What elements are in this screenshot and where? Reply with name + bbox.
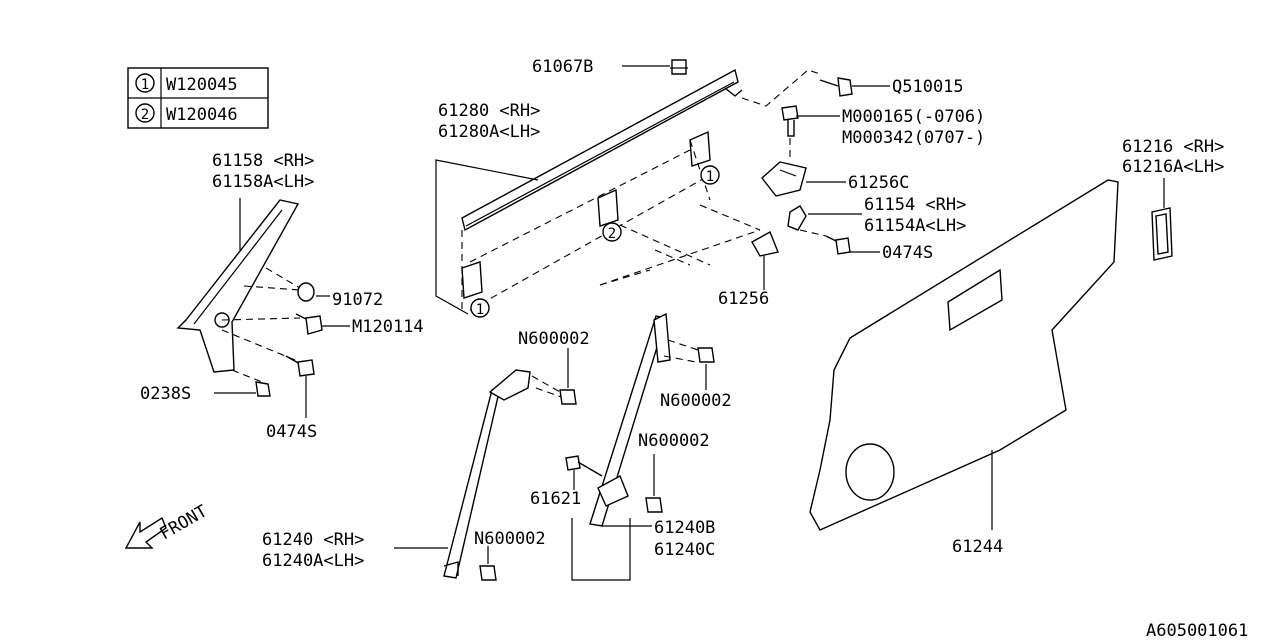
- label-n600002-c: N600002: [638, 431, 710, 451]
- label-61240b: 61240B: [654, 518, 715, 538]
- part-61154: [787, 205, 807, 231]
- legend-symbol-2-text: 2: [141, 107, 149, 123]
- label-0474s-left: 0474S: [266, 422, 317, 442]
- part-61256c: [761, 161, 807, 197]
- part-n600002-b: [697, 347, 715, 363]
- part-n600002-c: [645, 497, 663, 513]
- label-61280: 61280 <RH>: [438, 101, 540, 121]
- label-61621: 61621: [530, 489, 581, 509]
- label-61280a: 61280A<LH>: [438, 122, 540, 142]
- label-61154a: 61154A<LH>: [864, 216, 966, 236]
- label-61216: 61216 <RH>: [1122, 137, 1224, 157]
- part-61067b: [670, 59, 688, 75]
- label-0238s: 0238S: [140, 384, 191, 404]
- label-61256c: 61256C: [848, 173, 909, 193]
- label-61067b: 61067B: [532, 57, 593, 77]
- label-61240c: 61240C: [654, 540, 715, 560]
- label-91072: 91072: [332, 290, 383, 310]
- part-q510015: [819, 77, 853, 97]
- part-0238s: [255, 381, 271, 397]
- part-91072: [297, 282, 315, 302]
- legend-symbol-1-text: 1: [141, 77, 149, 93]
- label-61158: 61158 <RH>: [212, 151, 314, 171]
- part-m000165: [781, 105, 799, 137]
- diagram-id: A605001061: [1146, 621, 1248, 640]
- part-61244-trim-panel: [809, 179, 1119, 531]
- part-n600002-d: [479, 565, 497, 581]
- part-61216: [1151, 207, 1173, 261]
- part-61256: [751, 231, 779, 257]
- label-m000165: M000165(-0706): [842, 107, 985, 127]
- label-q510015: Q510015: [892, 77, 964, 97]
- part-61158-bracket: [176, 199, 300, 373]
- label-m000342: M000342(0707-): [842, 128, 985, 148]
- part-n600002-a: [559, 389, 577, 405]
- part-61621: [565, 455, 603, 477]
- label-n600002-a: N600002: [518, 329, 590, 349]
- callout-1-upper: [700, 165, 720, 185]
- label-61216a: 61216A<LH>: [1122, 157, 1224, 177]
- callout-1-lower: [470, 298, 490, 318]
- part-61240-rail: [443, 369, 531, 579]
- label-61154: 61154 <RH>: [864, 195, 966, 215]
- label-n600002-d: N600002: [474, 529, 546, 549]
- label-0474s-right: 0474S: [882, 243, 933, 263]
- callout-2-text: 2: [608, 226, 616, 242]
- label-61244: 61244: [952, 537, 1003, 557]
- legend-code-1: W120045: [166, 75, 238, 95]
- legend-table: 1 W120045 2 W120046: [127, 67, 269, 129]
- part-0474s-right: [825, 235, 851, 255]
- callout-1-upper-text: 1: [706, 169, 714, 185]
- part-61280-weatherstrip: [461, 68, 743, 312]
- legend-symbol-1: [135, 73, 155, 93]
- front-arrow-icon: [124, 516, 167, 549]
- part-0474s-left: [285, 355, 315, 377]
- part-m120114: [295, 313, 323, 335]
- label-61158a: 61158A<LH>: [212, 172, 314, 192]
- callout-1-lower-text: 1: [476, 302, 484, 318]
- callout-2: [602, 222, 622, 242]
- label-m120114: M120114: [352, 317, 424, 337]
- part-61240b-rail: [589, 312, 671, 527]
- front-label: FRONT: [157, 501, 211, 544]
- legend-code-2: W120046: [166, 105, 238, 125]
- legend-symbol-2: [135, 103, 155, 123]
- label-61240a: 61240A<LH>: [262, 551, 364, 571]
- label-61240: 61240 <RH>: [262, 530, 364, 550]
- label-n600002-b: N600002: [660, 391, 732, 411]
- label-61256: 61256: [718, 289, 769, 309]
